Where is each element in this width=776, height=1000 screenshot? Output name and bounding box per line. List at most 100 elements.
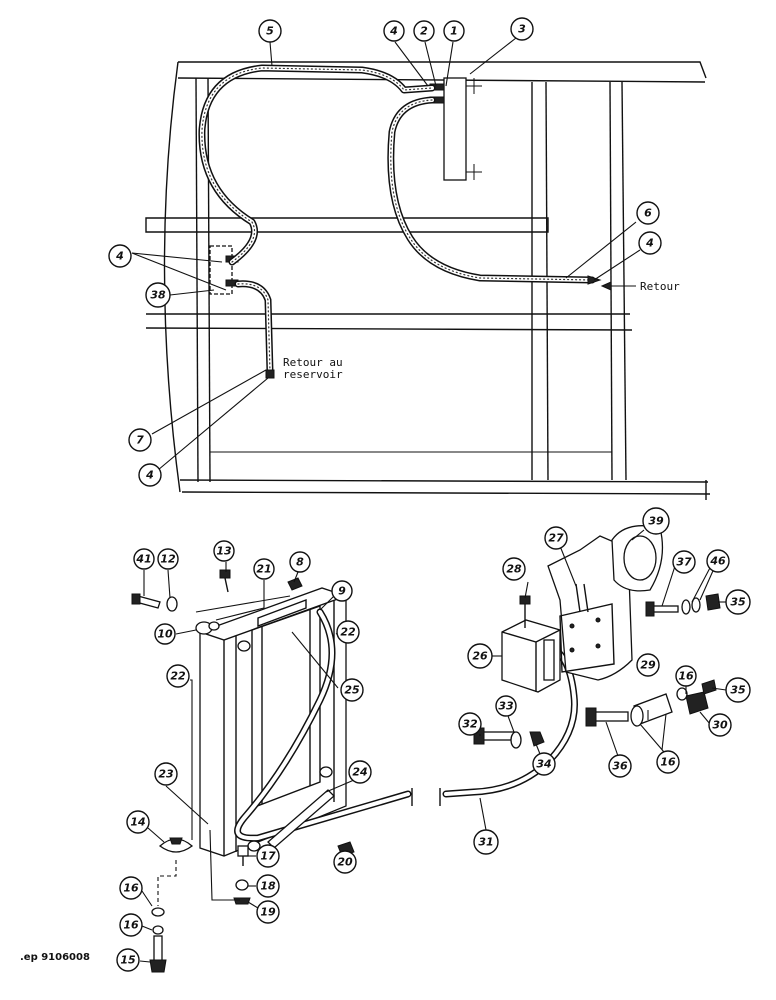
nut-35a (705, 593, 721, 611)
valve-bracket (429, 77, 482, 181)
callout-39: 39 (642, 507, 670, 535)
svg-text:13: 13 (216, 545, 232, 558)
nut-35b (701, 679, 717, 695)
svg-text:17: 17 (260, 850, 276, 863)
svg-text:35: 35 (730, 596, 746, 609)
callout-33: 33 (495, 695, 517, 717)
break-marks (411, 788, 441, 806)
svg-text:8: 8 (296, 556, 304, 569)
washer-16b (152, 925, 164, 935)
callout-8: 8 (289, 551, 311, 573)
svg-text:20: 20 (337, 856, 353, 869)
clamp-10 (195, 621, 220, 635)
svg-text:12: 12 (160, 553, 176, 566)
callout-15: 15 (116, 948, 140, 972)
callout-35a: 35 (725, 589, 751, 615)
callout-30: 30 (708, 713, 732, 737)
callout-31: 31 (473, 829, 499, 855)
fitting-17 (237, 845, 249, 866)
leaders-bottom-left (139, 562, 355, 963)
leaders-bottom-right (479, 529, 727, 831)
svg-text:22: 22 (340, 626, 356, 639)
callout-28: 28 (502, 557, 526, 581)
callout-18: 18 (256, 874, 280, 898)
svg-text:41: 41 (135, 553, 151, 566)
tank-26 (501, 619, 561, 693)
bolt-36 (585, 707, 629, 727)
svg-text:1: 1 (450, 25, 458, 38)
svg-text:10: 10 (157, 628, 173, 641)
callout-32: 32 (458, 712, 482, 736)
retour-arrow-head (600, 281, 612, 291)
svg-text:26: 26 (472, 650, 488, 663)
retour-reservoir-label-1: Retour au (283, 356, 343, 369)
clip-19 (233, 897, 251, 905)
callout-35b: 35 (725, 677, 751, 703)
callout-5: 5 (258, 19, 282, 43)
bolt-15 (149, 935, 167, 973)
washer-16a (151, 907, 165, 917)
callout-24: 24 (348, 760, 372, 784)
bolt-37 (645, 601, 679, 617)
callout-14: 14 (126, 810, 150, 834)
svg-text:4: 4 (115, 250, 124, 263)
callout-23: 23 (154, 762, 178, 786)
svg-text:4: 4 (145, 469, 154, 482)
callout-16d: 16 (656, 750, 680, 774)
screw-13 (219, 569, 231, 593)
callout-1: 1 (443, 20, 465, 42)
callout-20: 20 (333, 850, 357, 874)
svg-text:29: 29 (640, 659, 656, 672)
hose-5 (198, 64, 436, 266)
callout-46: 46 (706, 549, 730, 573)
reservoir-39 (611, 525, 664, 592)
svg-text:36: 36 (612, 760, 628, 773)
svg-text:35: 35 (730, 684, 746, 697)
callout-41: 41 (133, 548, 155, 570)
callout-25: 25 (340, 678, 364, 702)
washer-12 (166, 596, 178, 612)
callout-16a: 16 (119, 876, 143, 900)
svg-text:27: 27 (548, 532, 564, 545)
callout-4: 4 (383, 20, 405, 42)
svg-text:18: 18 (260, 880, 276, 893)
leaders-top (131, 37, 641, 471)
callout-4c: 4 (108, 244, 132, 268)
callout-37: 37 (672, 550, 696, 574)
callout-36: 36 (608, 754, 632, 778)
callout-27: 27 (544, 526, 568, 550)
callout-9: 9 (331, 580, 353, 602)
svg-text:16: 16 (660, 756, 676, 769)
nut-34 (529, 731, 545, 747)
callout-10: 10 (154, 623, 176, 645)
svg-text:31: 31 (478, 836, 493, 849)
svg-text:5: 5 (266, 25, 274, 38)
callout-7: 7 (128, 428, 152, 452)
callout-21: 21 (253, 558, 275, 580)
callout-16b: 16 (119, 913, 143, 937)
spacer-29 (630, 693, 673, 727)
svg-text:39: 39 (648, 515, 664, 528)
callout-22: 22 (166, 664, 190, 688)
svg-text:24: 24 (352, 766, 367, 779)
svg-text:25: 25 (344, 684, 360, 697)
bolt-41 (131, 593, 161, 609)
washer-46b (691, 597, 701, 613)
support-bracket-27 (547, 535, 633, 681)
callout-3: 3 (510, 17, 534, 41)
svg-text:9: 9 (338, 585, 346, 598)
svg-text:23: 23 (158, 768, 174, 781)
svg-text:30: 30 (712, 719, 728, 732)
callout-16c: 16 (675, 665, 697, 687)
callout-38: 38 (145, 282, 171, 308)
svg-text:19: 19 (260, 906, 276, 919)
svg-text:34: 34 (536, 758, 551, 771)
svg-text:32: 32 (462, 718, 478, 731)
svg-text:46: 46 (709, 555, 726, 568)
svg-text:28: 28 (506, 563, 522, 576)
callout-2: 2 (413, 20, 435, 42)
callout-22b: 22 (336, 620, 360, 644)
svg-text:33: 33 (498, 700, 514, 713)
callout-4b: 4 (638, 231, 662, 255)
svg-text:14: 14 (130, 816, 145, 829)
